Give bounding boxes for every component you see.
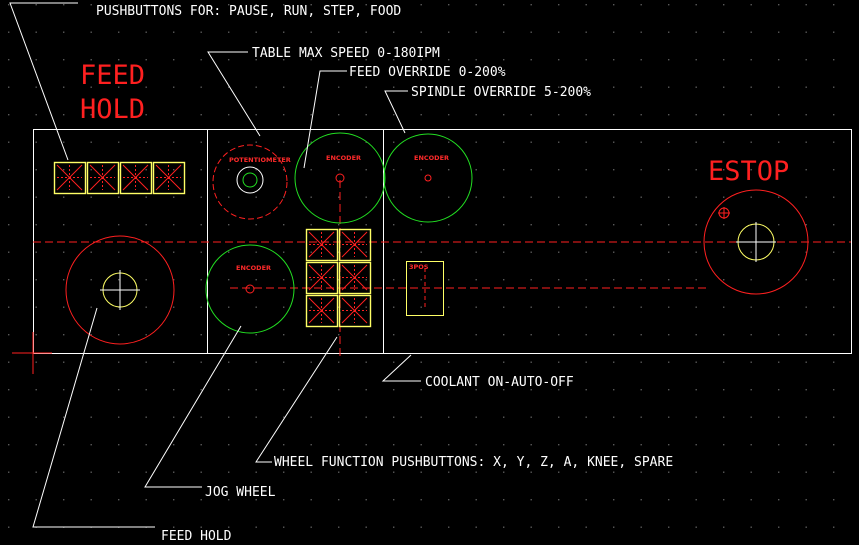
label-jog-wheel: JOG WHEEL xyxy=(205,485,276,500)
estop-title: ESTOP xyxy=(708,156,789,187)
coolant-switch[interactable]: 3POS xyxy=(406,261,444,316)
potentiometer[interactable]: POTENTIOMETER xyxy=(212,144,291,220)
label-spindle-override: SPINDLE OVERRIDE 5-200% xyxy=(411,85,591,100)
jog-wheel-encoder[interactable]: ENCODER xyxy=(205,244,295,334)
label-feed-hold: FEED HOLD xyxy=(161,529,232,544)
pushbutton-row xyxy=(53,161,186,195)
coolant-switch-label: 3POS xyxy=(409,263,429,271)
spindle-encoder-label: ENCODER xyxy=(414,154,449,162)
spindle-override-encoder[interactable]: ENCODER xyxy=(383,133,473,223)
wheel-function-button[interactable] xyxy=(305,261,339,295)
estop-button[interactable] xyxy=(703,189,809,295)
feed-encoder-label: ENCODER xyxy=(326,154,361,162)
label-table-max-speed: TABLE MAX SPEED 0-180IPM xyxy=(252,46,440,61)
wheel-function-button[interactable] xyxy=(338,294,372,328)
origin-marker xyxy=(12,332,52,374)
pushbutton-4[interactable] xyxy=(152,161,186,195)
feed-hold-title-line2: HOLD xyxy=(80,94,145,125)
wheel-function-button[interactable] xyxy=(338,228,372,262)
feed-override-encoder[interactable]: ENCODER xyxy=(294,132,386,224)
leader-lines xyxy=(9,2,421,528)
wheel-function-button[interactable] xyxy=(338,261,372,295)
label-pushbuttons: PUSHBUTTONS FOR: PAUSE, RUN, STEP, FOOD xyxy=(96,4,401,19)
label-wheel-function: WHEEL FUNCTION PUSHBUTTONS: X, Y, Z, A, … xyxy=(274,455,673,470)
pushbutton-3[interactable] xyxy=(119,161,153,195)
pushbutton-1[interactable] xyxy=(53,161,87,195)
wheel-function-grid xyxy=(305,228,372,328)
feed-hold-button[interactable] xyxy=(65,235,175,345)
wheel-function-button[interactable] xyxy=(305,228,339,262)
label-coolant: COOLANT ON-AUTO-OFF xyxy=(425,375,574,390)
label-feed-override: FEED OVERRIDE 0-200% xyxy=(349,65,506,80)
feed-hold-title-line1: FEED xyxy=(80,60,145,91)
jog-encoder-label: ENCODER xyxy=(236,264,271,272)
pushbutton-2[interactable] xyxy=(86,161,120,195)
wheel-function-button[interactable] xyxy=(305,294,339,328)
potentiometer-label: POTENTIOMETER xyxy=(229,156,291,164)
